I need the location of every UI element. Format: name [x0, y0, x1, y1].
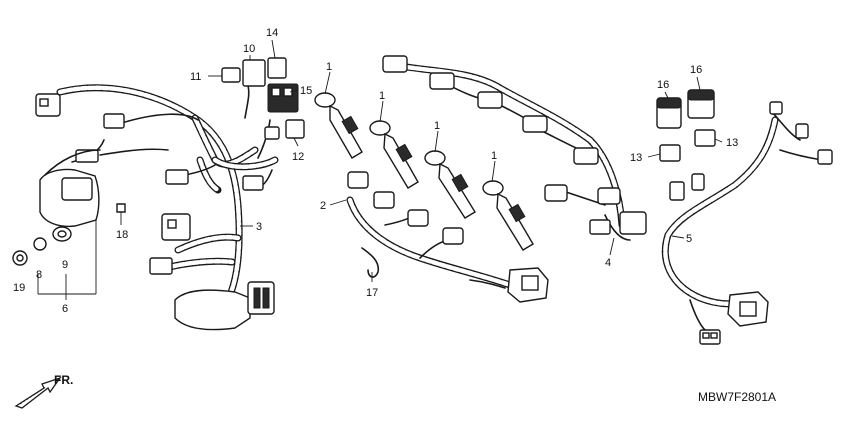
sub-harness-center [346, 171, 549, 303]
callout-14: 14 [266, 27, 278, 39]
callout-1a: 1 [326, 61, 332, 73]
sub-harness-assembly [12, 149, 126, 300]
callout-6: 6 [62, 303, 68, 315]
callout-13b: 13 [630, 152, 642, 164]
callout-9: 9 [62, 259, 68, 271]
right-sub-harness [661, 101, 833, 345]
front-direction-arrow: FR. [14, 373, 73, 409]
callout-1d: 1 [491, 150, 497, 162]
callout-4: 4 [605, 257, 611, 269]
leader-lines [120, 39, 723, 282]
callout-13a: 13 [726, 137, 738, 149]
callout-17: 17 [366, 287, 378, 299]
callout-labels: 1 1 1 1 2 3 4 5 6 8 9 10 11 12 13 13 14 … [13, 27, 738, 315]
diagram-code: MBW7F2801A [698, 390, 776, 404]
callout-1c: 1 [434, 120, 440, 132]
direction-label: FR. [54, 373, 73, 387]
callout-1b: 1 [379, 90, 385, 102]
callout-18: 18 [116, 229, 128, 241]
sub-harness-top-right [382, 55, 647, 241]
callout-16b: 16 [690, 64, 702, 76]
relay-group [221, 57, 305, 139]
callout-2: 2 [320, 200, 326, 212]
callout-15: 15 [300, 85, 312, 97]
callout-3: 3 [256, 221, 262, 233]
callout-12: 12 [292, 151, 304, 163]
relays-right [656, 89, 716, 162]
main-wire-harness [35, 84, 280, 331]
callout-10: 10 [243, 43, 255, 55]
callout-16a: 16 [657, 79, 669, 91]
callout-19: 19 [13, 282, 25, 294]
callout-5: 5 [686, 233, 692, 245]
callout-8: 8 [36, 269, 42, 281]
callout-11: 11 [190, 71, 201, 83]
